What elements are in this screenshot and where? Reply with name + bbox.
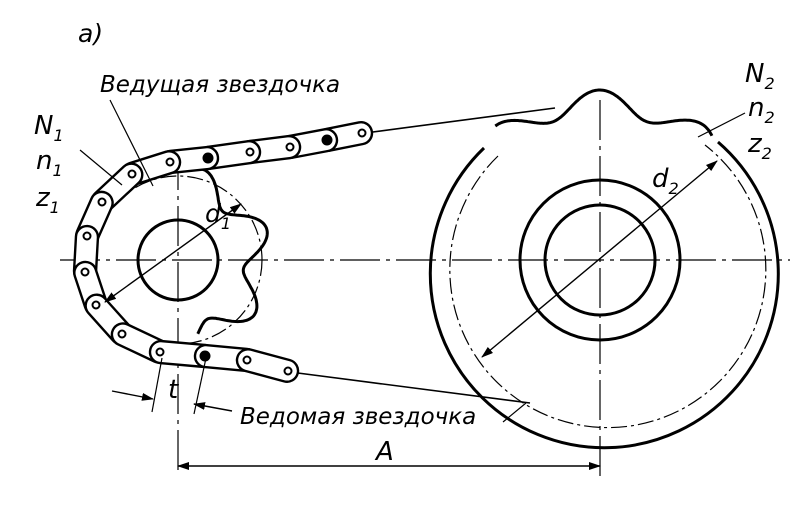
chain-pin <box>91 300 101 310</box>
power-label-1: N1 <box>34 111 64 145</box>
speed-label-1: n1 <box>36 146 63 180</box>
chain-pin <box>202 152 214 164</box>
chain-link <box>235 348 300 383</box>
chain-pin <box>97 197 107 207</box>
chain-pin <box>199 350 211 362</box>
roller-chain <box>72 121 374 383</box>
chain-pin <box>155 347 165 357</box>
diameter-d2-label: d2 <box>652 164 679 198</box>
driven-sprocket-label: Ведомая звездочка <box>240 404 476 430</box>
chain-pin <box>242 355 252 365</box>
chain-pin <box>245 147 255 157</box>
chain-pin <box>357 128 367 138</box>
chain-pin <box>165 157 175 167</box>
driven-sprocket <box>428 88 780 450</box>
chain-pin <box>127 169 137 179</box>
center-distance-label: A <box>374 437 394 467</box>
diameter-d1-label: d1 <box>205 199 231 233</box>
chain-pin <box>80 267 90 277</box>
teeth-label-1: z1 <box>35 183 60 217</box>
chain-pin <box>285 142 295 152</box>
leader-lines <box>79 99 746 423</box>
chain-pin <box>82 231 92 241</box>
dimension-lines <box>104 160 718 470</box>
pitch-label: t <box>168 375 179 405</box>
chain-pin <box>117 329 127 339</box>
teeth-label-2: z2 <box>747 129 772 163</box>
chain-tangent-lines <box>289 107 556 404</box>
chain-pin <box>283 366 293 376</box>
power-label-2: N2 <box>745 59 775 93</box>
driving-sprocket-label: Ведущая звездочка <box>100 72 340 98</box>
labels: a) Ведущая звездочка Ведомая звездочка N… <box>34 19 775 467</box>
speed-label-2: n2 <box>748 93 775 127</box>
chain-pin <box>321 134 333 146</box>
panel-label: a) <box>78 19 103 48</box>
